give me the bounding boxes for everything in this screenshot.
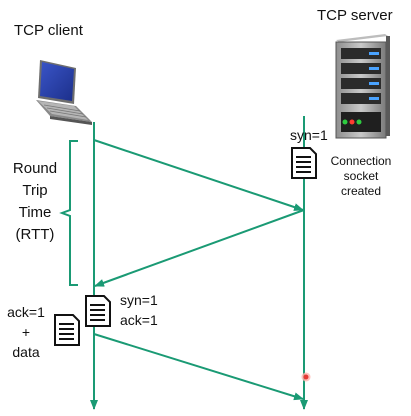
syn-ack-arrow — [94, 209, 305, 287]
server-tower-icon — [335, 34, 390, 139]
rtt-label-line: Trip — [22, 182, 48, 199]
syn-label: syn=1 — [290, 127, 328, 143]
connection-note-line: created — [340, 184, 382, 198]
client-title: TCP client — [14, 22, 83, 39]
document-icon — [85, 295, 111, 327]
rtt-label: Round Trip Time (RTT) — [4, 158, 66, 246]
rtt-label-line: Round — [12, 160, 58, 177]
ack-data-label-line: data — [12, 344, 40, 360]
ack-data-arrow — [93, 333, 304, 401]
connection-note-line: Connection — [330, 154, 392, 168]
laptop-icon — [36, 60, 92, 125]
connection-note: Connection socket created — [316, 154, 406, 199]
server-title: TCP server — [317, 7, 393, 24]
rtt-brace — [59, 140, 78, 286]
connection-note-line: socket — [343, 169, 379, 183]
pointer-dot — [301, 372, 311, 382]
ack-data-label-line: ack=1 — [7, 304, 45, 320]
syn-ack-label-syn: syn=1 — [120, 292, 158, 308]
rtt-label-line: Time — [18, 204, 52, 221]
document-icon — [291, 147, 317, 179]
syn-arrow — [93, 139, 304, 211]
ack-data-label: ack=1 + data — [6, 302, 46, 362]
rtt-label-line: (RTT) — [15, 226, 55, 243]
ack-data-label-line: + — [21, 324, 31, 340]
document-icon — [54, 314, 80, 346]
syn-ack-label-ack: ack=1 — [120, 312, 158, 328]
